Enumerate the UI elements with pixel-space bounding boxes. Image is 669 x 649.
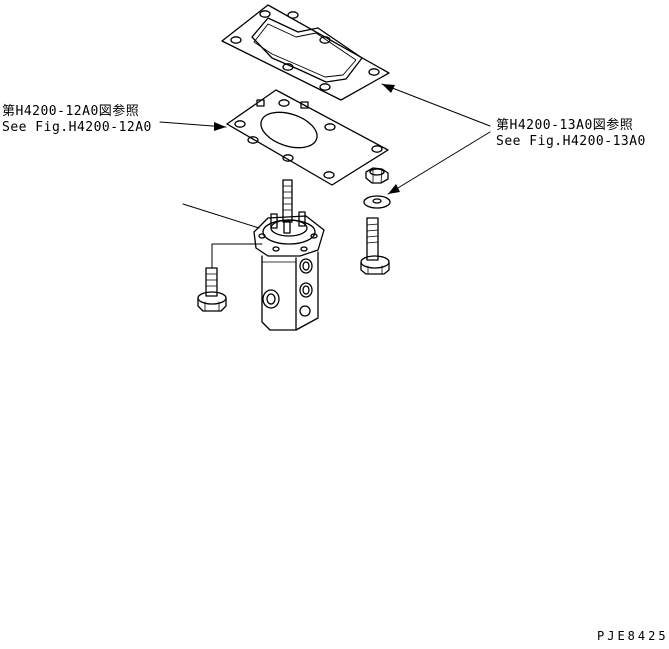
right-bolt	[360, 217, 390, 275]
gasket-reference-label: 第H4200-12A0図参照 See Fig.H4200-12A0	[2, 104, 152, 136]
washer-arrowhead	[388, 184, 400, 194]
gasket-reference-en: See Fig.H4200-12A0	[2, 120, 152, 135]
leader-lines	[159, 83, 491, 269]
cover-leader-line	[381, 83, 491, 127]
cover-plate	[221, 4, 390, 101]
gasket-plate	[226, 89, 389, 186]
gasket-arrowhead	[214, 122, 226, 131]
valve-body	[253, 179, 325, 331]
cover-reference-jp: 第H4200-13A0図参照	[496, 118, 634, 133]
washer-leader-line	[387, 131, 491, 195]
bolt-leader-line	[211, 243, 263, 269]
left-bolt	[197, 267, 227, 312]
gasket-reference-jp: 第H4200-12A0図参照	[2, 104, 140, 119]
drawing-code: PJE8425	[597, 629, 669, 643]
nut	[365, 167, 389, 184]
cover-reference-en: See Fig.H4200-13A0	[496, 134, 646, 149]
washer	[363, 195, 391, 209]
cover-arrowhead	[382, 84, 395, 93]
cover-reference-label: 第H4200-13A0図参照 See Fig.H4200-13A0	[496, 118, 646, 150]
valve-leader-line	[182, 203, 260, 229]
